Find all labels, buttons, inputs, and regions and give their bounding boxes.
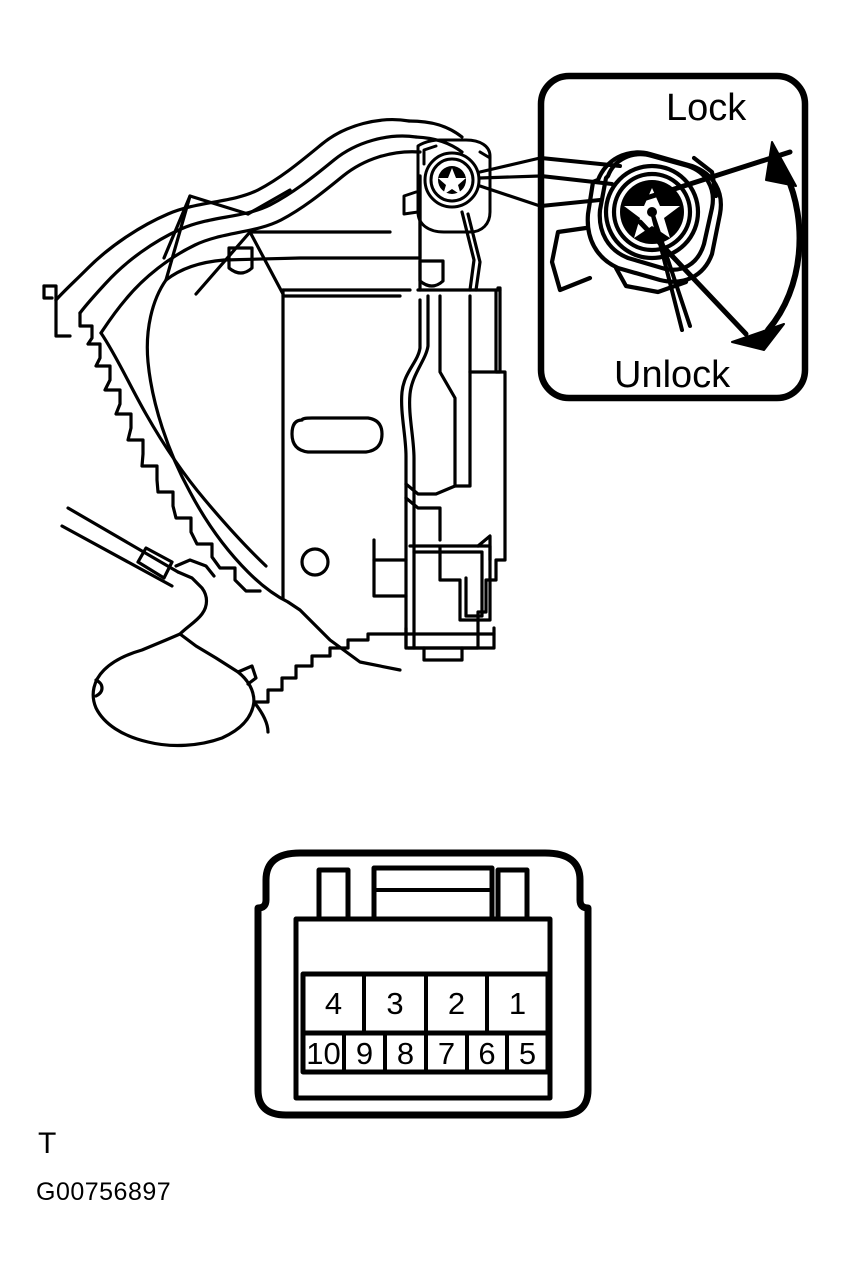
callout-connector-line-2 bbox=[539, 174, 614, 186]
pedal-lobe-outline bbox=[91, 632, 256, 748]
cowl-inner-edge bbox=[78, 134, 418, 315]
lock-pointer-line bbox=[637, 149, 793, 203]
bracket-sleeve bbox=[136, 546, 174, 580]
bracket-rod-upper bbox=[66, 506, 180, 574]
pin-label-9: 9 bbox=[355, 1036, 374, 1071]
connector-lock-rail bbox=[371, 865, 495, 922]
cowl-outer-edge bbox=[54, 118, 411, 302]
housing-facet-seam bbox=[246, 188, 292, 216]
pin-label-3: 3 bbox=[386, 986, 404, 1021]
leader-line-2 bbox=[478, 174, 542, 180]
bracket-rod-lower bbox=[60, 524, 174, 588]
switch-lower-rect2 bbox=[412, 550, 484, 618]
detail-label-unlock: Unlock bbox=[614, 354, 731, 396]
connector-latch-left-tab bbox=[316, 867, 351, 922]
housing-lower-edge bbox=[286, 600, 402, 672]
pin-label-10: 10 bbox=[306, 1036, 341, 1071]
cylinder-stem bbox=[460, 210, 476, 292]
leader-line-1 bbox=[478, 156, 542, 174]
rotation-arrow-head-lock bbox=[765, 141, 797, 187]
housing-panel-right bbox=[248, 230, 285, 296]
housing-oblong-slot bbox=[290, 416, 384, 454]
pin-label-5: 5 bbox=[518, 1036, 537, 1071]
switch-block-right-edge bbox=[496, 286, 502, 292]
switch-column-right bbox=[406, 288, 507, 650]
pedal-lobe-right-edge bbox=[252, 700, 270, 734]
callout-connector-line-3 bbox=[539, 198, 602, 208]
switch-body-step bbox=[404, 482, 457, 496]
seal-notched-strip bbox=[78, 311, 262, 593]
pedal-lobe-inner-notch bbox=[94, 678, 104, 698]
pin-label-2: 2 bbox=[447, 986, 466, 1021]
switch-tall-body-left2 bbox=[408, 294, 430, 650]
leader-line-3 bbox=[478, 184, 542, 208]
switch-bottom-tab bbox=[422, 646, 464, 662]
pin-label-4: 4 bbox=[324, 986, 343, 1021]
switch-tall-body-left bbox=[400, 298, 422, 650]
switch-lower-hook bbox=[476, 534, 492, 562]
bracket-joint-upper bbox=[174, 558, 216, 578]
pin-grid-frame bbox=[300, 971, 551, 1075]
cowl-left-nub bbox=[42, 284, 54, 300]
rotation-arrow-head-unlock bbox=[731, 323, 785, 351]
pin-label-7: 7 bbox=[437, 1036, 456, 1071]
housing-round-hole bbox=[300, 547, 330, 577]
figure-letter-caption: T bbox=[38, 1127, 57, 1160]
housing-body-left bbox=[145, 278, 290, 604]
pin-label-6: 6 bbox=[478, 1036, 496, 1071]
callout-frame bbox=[537, 72, 809, 402]
switch-lower-box2 bbox=[372, 558, 408, 598]
cowl-left-tab bbox=[42, 284, 58, 302]
callout-connector-line-1 bbox=[539, 156, 622, 168]
cowl-left-closure bbox=[54, 298, 72, 338]
cowl-rib-edge bbox=[99, 150, 422, 335]
cylinder-stem2 bbox=[466, 212, 482, 292]
switch-bottom-flange bbox=[404, 626, 496, 650]
pin-label-8: 8 bbox=[396, 1036, 415, 1071]
housing-facet-diag bbox=[164, 194, 192, 282]
housing-body-outline bbox=[164, 174, 422, 282]
unlock-pointer-line bbox=[637, 219, 749, 337]
lower-serrated-strip bbox=[252, 632, 408, 704]
housing-notch-upper-left bbox=[227, 246, 254, 275]
connector-latch-right-tab bbox=[495, 867, 530, 922]
pin-label-1: 1 bbox=[508, 986, 527, 1021]
lock-cylinder-on-body bbox=[402, 138, 492, 234]
figure-id-code: G00756897 bbox=[36, 1178, 172, 1206]
switch-body-step2 bbox=[404, 496, 442, 542]
connector-inner-shell bbox=[293, 916, 553, 1101]
key-shaft-line-2 bbox=[650, 210, 684, 332]
switch-block-body bbox=[416, 288, 502, 374]
bracket-joint bbox=[176, 570, 209, 636]
cowl-top-ridge bbox=[407, 119, 464, 139]
detail-label-lock: Lock bbox=[666, 87, 747, 129]
rotation-arc bbox=[765, 171, 803, 333]
connector-outer-shell bbox=[254, 849, 592, 1119]
switch-inner-rail bbox=[438, 294, 472, 488]
pedal-lobe-tail bbox=[236, 664, 258, 686]
